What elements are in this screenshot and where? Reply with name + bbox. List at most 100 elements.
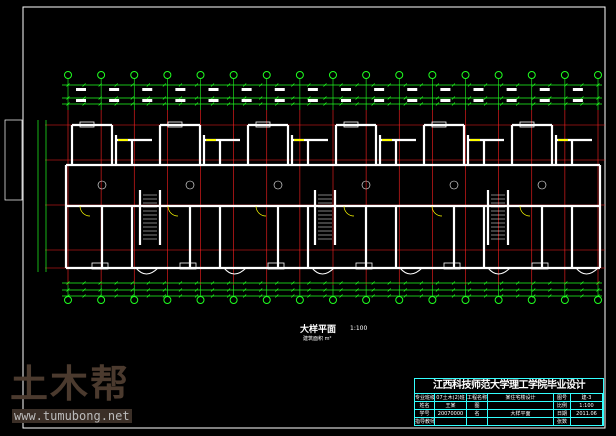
- title-block-cell: 王某: [435, 402, 467, 410]
- dimension-tick: [564, 281, 568, 285]
- dimension-tick: [596, 83, 600, 87]
- dimension-tick: [226, 83, 231, 87]
- title-block-cell: 日期: [554, 410, 571, 418]
- title-block-cell: 20070000: [435, 410, 467, 418]
- dimension-tick: [515, 294, 520, 298]
- dimension-tick: [114, 288, 118, 292]
- dimension-tick: [548, 102, 552, 106]
- dimension-tick: [291, 288, 295, 292]
- dimension-tick: [515, 281, 520, 285]
- dimension-tick: [532, 288, 536, 292]
- dimension-tick: [130, 83, 134, 87]
- door-swing: [343, 205, 355, 217]
- watermark-url: www.tumubong.net: [12, 409, 132, 423]
- dimension-tick: [66, 294, 70, 298]
- dimension-tick: [307, 288, 311, 292]
- dimension-tick: [467, 102, 472, 106]
- dimension-tick: [451, 288, 456, 292]
- dimension-tick: [178, 102, 183, 106]
- title-block-cell: 工程名称: [467, 394, 488, 402]
- door-swing: [431, 205, 443, 217]
- dimension-tick: [580, 83, 584, 87]
- dimension-tick: [355, 102, 359, 106]
- title-block-cell: [467, 418, 488, 426]
- axis-bubble: [196, 296, 205, 304]
- axis-bubble: [97, 296, 106, 304]
- dimension-tick: [242, 288, 247, 292]
- dimension-tick: [371, 294, 375, 298]
- title-block-cell: [488, 418, 554, 426]
- dimension-tick: [339, 294, 343, 298]
- dimension-tick: [226, 102, 231, 106]
- door-swing: [79, 205, 91, 217]
- bay-window: [399, 267, 423, 275]
- axis-bubble: [428, 71, 437, 79]
- dimension-tick: [483, 83, 488, 87]
- dimension-tick: [194, 294, 199, 298]
- dimension-tick: [178, 83, 183, 87]
- title-block-cell: 图: [467, 402, 488, 410]
- dimension-text: [341, 88, 351, 91]
- dimension-tick: [419, 281, 424, 285]
- dimension-tick: [242, 83, 247, 87]
- title-block-cell: 07土木(2)班: [435, 394, 467, 402]
- plan-scale: 1:100: [350, 325, 368, 332]
- dimension-tick: [162, 83, 167, 87]
- dimension-text: [208, 99, 219, 102]
- dimension-tick: [291, 294, 295, 298]
- dimension-tick: [419, 83, 424, 87]
- dimension-tick: [596, 96, 600, 100]
- dimension-text: [175, 99, 186, 102]
- dimension-tick: [515, 96, 520, 100]
- dimension-tick: [596, 102, 600, 106]
- axis-bubble: [527, 71, 536, 79]
- window: [91, 262, 109, 270]
- axis-bubble: [196, 71, 205, 79]
- dimension-tick: [580, 288, 584, 292]
- dimension-tick: [226, 288, 231, 292]
- dimension-text: [241, 99, 252, 102]
- axis-bubble: [295, 71, 304, 79]
- dimension-tick: [258, 83, 263, 87]
- dimension-tick: [114, 102, 118, 106]
- axis-bubble: [130, 296, 139, 304]
- axis-bubble: [262, 296, 271, 304]
- window: [79, 121, 95, 128]
- dimension-text: [76, 99, 86, 102]
- dimension-tick: [355, 288, 359, 292]
- dimension-tick: [178, 281, 183, 285]
- title-block-cell: 建-3: [571, 394, 603, 402]
- dimension-tick: [564, 96, 568, 100]
- dimension-text: [241, 88, 252, 91]
- dimension-text: [539, 99, 550, 102]
- dimension-text: [307, 88, 318, 91]
- dimension-tick: [467, 96, 472, 100]
- dimension-tick: [339, 102, 343, 106]
- title-block-cell: 比例: [554, 402, 571, 410]
- dimension-tick: [499, 281, 504, 285]
- dimension-text: [374, 88, 385, 91]
- dimension-tick: [98, 83, 102, 87]
- dimension-tick: [162, 281, 167, 285]
- dimension-tick: [532, 294, 536, 298]
- drawing-frame: [4, 6, 606, 429]
- dimension-tick: [532, 102, 536, 106]
- title-block-cell: 张数: [554, 418, 571, 426]
- dimension-tick: [387, 96, 391, 100]
- room-tag: [449, 180, 459, 190]
- dimension-tick: [532, 83, 536, 87]
- window: [255, 121, 271, 128]
- axis-bubble: [229, 296, 238, 304]
- title-block-cell: 2011.06: [571, 410, 603, 418]
- dimension-text: [76, 88, 86, 91]
- plan-subtitle: 建筑面积 m²: [303, 336, 332, 342]
- bay-window: [135, 267, 159, 275]
- dimension-tick: [323, 288, 327, 292]
- dimension-tick: [451, 96, 456, 100]
- dimension-tick: [210, 294, 215, 298]
- dimension-tick: [371, 281, 375, 285]
- dimension-text: [109, 99, 120, 102]
- dimension-tick: [339, 96, 343, 100]
